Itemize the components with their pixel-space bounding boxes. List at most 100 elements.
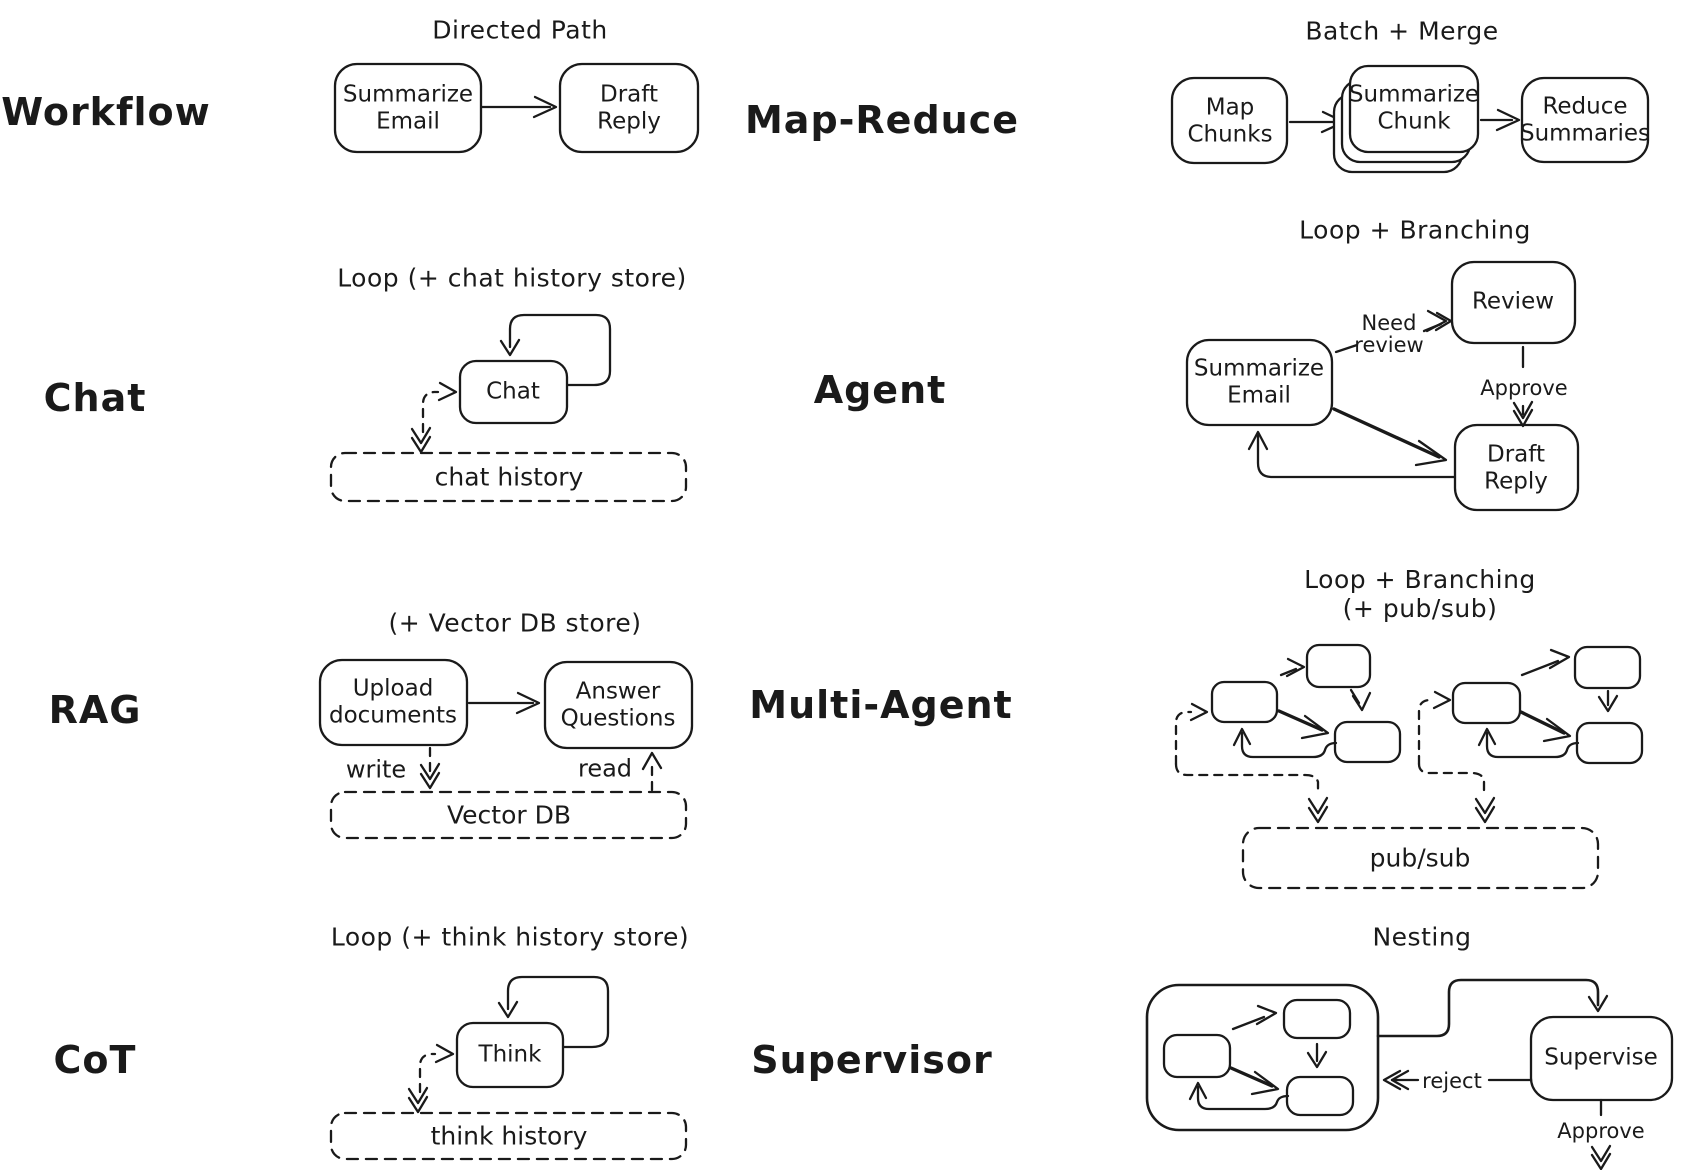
node-label-chat: Chat (486, 378, 540, 405)
reduce-summaries-box (1520, 76, 1650, 164)
technique-title-rag: (+ Vector DB store) (388, 608, 642, 638)
arrowhead (1232, 727, 1252, 747)
arrow-line (1520, 659, 1560, 677)
arrowhead (1512, 408, 1534, 428)
pattern-label-agent: Agent (813, 367, 947, 412)
upload-documents-box (318, 658, 469, 747)
self-loop (506, 975, 610, 1049)
arrowhead (1382, 1069, 1402, 1091)
summarize-email-box (1185, 338, 1334, 427)
arrowhead (1390, 1069, 1410, 1091)
agent-box (1285, 1075, 1355, 1117)
node-label-answer-questions: Answer Questions (560, 678, 676, 731)
arrow-line (1279, 667, 1298, 677)
multi-agent-diagram (1174, 643, 1644, 890)
chat-box (458, 359, 569, 425)
arrowhead (641, 751, 663, 771)
arrowhead (1590, 1144, 1612, 1163)
node-label-draft-reply: Draft Reply (1484, 441, 1548, 494)
arrowhead (532, 95, 558, 119)
node-label-draft-reply: Draft Reply (597, 81, 661, 134)
node-label-summarize-email: Summarize Email (342, 81, 474, 134)
summarize-chunk-box (1348, 64, 1480, 154)
map-reduce-diagram (1170, 64, 1650, 174)
edge-stub (1334, 343, 1359, 354)
arrowhead (1307, 796, 1329, 815)
arrowhead (1351, 691, 1372, 712)
arrowhead (437, 381, 458, 402)
loop-back-line (1256, 433, 1457, 479)
store-label-vector-db: Vector DB (446, 800, 572, 830)
arrowhead (499, 338, 521, 357)
pattern-label-rag: RAG (48, 687, 142, 732)
arrowhead (434, 1043, 455, 1064)
arrowhead (1474, 805, 1496, 824)
self-loop (508, 313, 612, 387)
agent-box (1451, 681, 1522, 725)
store-label-pub-sub: pub/sub (1369, 843, 1471, 873)
arrow-line (1277, 709, 1324, 732)
arrow-line (1231, 1015, 1266, 1031)
store-label-chat-history: chat history (434, 462, 584, 492)
agent-box (1573, 645, 1642, 690)
node-label-supervise: Supervise (1544, 1044, 1658, 1071)
edge-label-write: write (345, 755, 407, 784)
pattern-label-multi-agent: Multi-Agent (749, 682, 1013, 727)
edge-label-need-review: Need review (1354, 310, 1424, 357)
edge-label-read: read (577, 754, 633, 783)
arrowhead (1250, 1070, 1280, 1096)
dashed-pub-line (1174, 762, 1320, 794)
edge-label-approve: Approve (1557, 1118, 1645, 1143)
dashed-read-line (421, 390, 440, 434)
arrowhead (1590, 1152, 1612, 1170)
pattern-label-supervisor: Supervisor (751, 1037, 993, 1082)
chat-diagram (329, 313, 688, 503)
arrowhead (1432, 690, 1452, 710)
arrowhead (515, 691, 541, 715)
node-label-map-chunks: Map Chunks (1187, 94, 1273, 147)
technique-title-chat: Loop (+ chat history store) (337, 263, 687, 293)
technique-title-workflow: Directed Path (432, 15, 608, 45)
arrowhead (1587, 994, 1609, 1013)
edge-label-reject: reject (1422, 1068, 1482, 1093)
think-history-store-box (329, 1111, 688, 1161)
technique-title-supervisor: Nesting (1372, 922, 1472, 952)
arrowhead (1188, 1081, 1208, 1101)
arrowhead (1300, 714, 1330, 740)
agent-box (1210, 680, 1279, 724)
answer-questions-box (543, 660, 694, 750)
arrowhead (1495, 108, 1521, 132)
arrowhead (1548, 648, 1571, 670)
arrowhead (419, 771, 441, 790)
loop-back-line (1240, 731, 1338, 759)
arrowhead (419, 762, 441, 781)
arrowhead (1255, 1004, 1278, 1026)
arrowhead (1425, 309, 1448, 333)
arrowhead (407, 1095, 429, 1114)
think-box (455, 1021, 565, 1089)
pattern-label-map-reduce: Map-Reduce (744, 97, 1020, 142)
agent-diagram (1185, 260, 1580, 512)
arrowhead (1542, 717, 1572, 743)
arrowhead (1434, 311, 1453, 332)
technique-title-cot: Loop (+ think history store) (330, 922, 690, 952)
arrowhead (1512, 400, 1534, 420)
dashed-sub-line (1174, 710, 1193, 766)
review-box (1450, 260, 1577, 345)
dashed-read-line (418, 1052, 437, 1094)
arrowhead (1247, 430, 1269, 451)
draft-reply-box (558, 62, 700, 154)
arrowhead (1285, 657, 1306, 678)
nesting-connector-line (1376, 978, 1600, 1038)
arrowhead (1477, 727, 1497, 747)
node-label-think: Think (478, 1041, 542, 1068)
agent-box (1575, 721, 1644, 765)
arrowhead (410, 426, 432, 445)
arrowhead (1189, 702, 1209, 722)
node-label-reduce-summaries: Reduce Summaries (1519, 93, 1651, 146)
technique-title-map-reduce: Batch + Merge (1305, 16, 1499, 46)
node-label-review: Review (1471, 288, 1555, 315)
loop-back-line (1485, 731, 1580, 759)
